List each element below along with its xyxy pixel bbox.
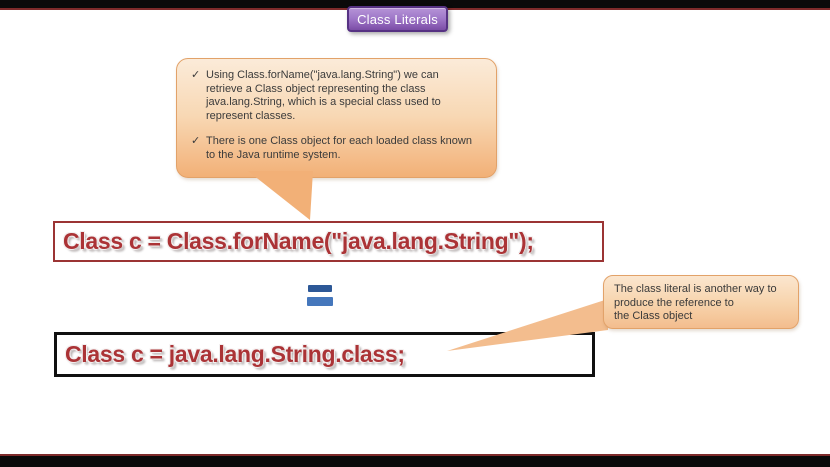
class-literal-callout: The class literal is another way to prod… [603, 275, 799, 329]
equals-top-bar [308, 285, 332, 292]
callout-bullet-1-text: Using Class.forName("java.lang.String") … [206, 69, 441, 122]
slide-title-badge: Class Literals [347, 6, 448, 32]
forname-code-box: Class c = Class.forName("java.lang.Strin… [53, 221, 604, 262]
callout-bullet-2: ✓ There is one Class object for each loa… [191, 135, 486, 162]
checkmark-icon: ✓ [191, 69, 201, 81]
forname-code-text: Class c = Class.forName("java.lang.Strin… [63, 228, 534, 254]
slide-title-label: Class Literals [357, 11, 438, 27]
callout-bullet-1: ✓ Using Class.forName("java.lang.String"… [191, 69, 486, 123]
callout-bullet-2-text: There is one Class object for each loade… [206, 135, 472, 161]
top-callout-tail [248, 171, 313, 220]
bottom-red-divider-line [0, 454, 830, 456]
equals-glyph: = [307, 306, 308, 307]
bottom-black-bar [0, 456, 830, 467]
explanation-callout: ✓ Using Class.forName("java.lang.String"… [176, 58, 497, 178]
class-literal-code-text: Class c = java.lang.String.class; [65, 341, 405, 367]
checkmark-icon: ✓ [191, 135, 201, 147]
top-black-bar [0, 0, 830, 8]
class-literal-code-box: Class c = java.lang.String.class; [54, 332, 595, 377]
equals-bottom-bar [307, 297, 333, 306]
equals-symbol: = [307, 285, 333, 306]
